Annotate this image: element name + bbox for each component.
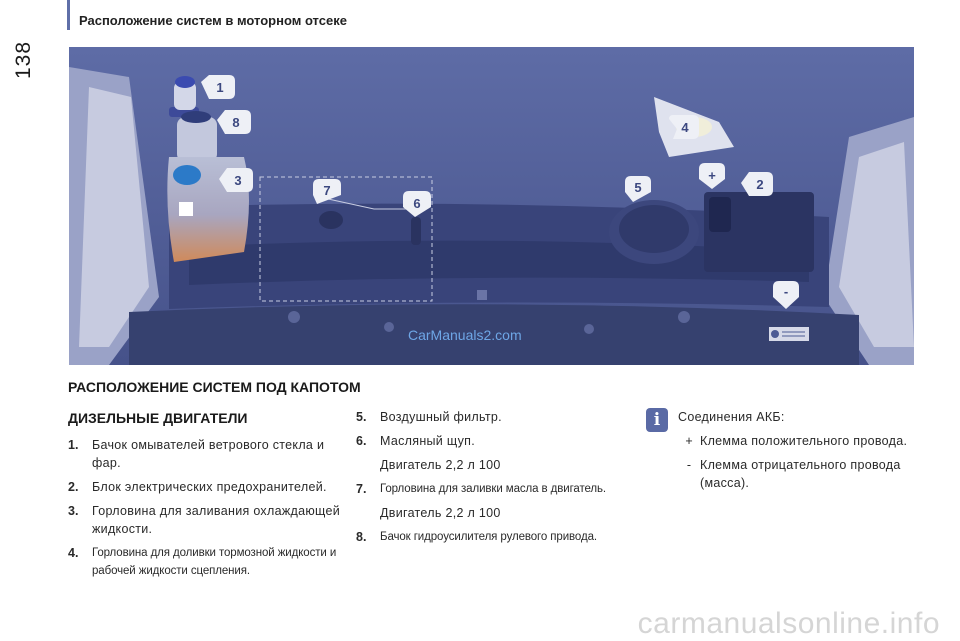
callout-5: 5	[625, 176, 651, 202]
legend-item: 7. Горловина для заливки масла в двигате…	[356, 480, 641, 498]
callout-7-label: 7	[323, 183, 330, 198]
callout-6-label: 6	[413, 196, 420, 211]
legend-item-number: 2.	[68, 480, 79, 494]
battery-info-title: Соединения АКБ:	[678, 410, 785, 424]
page-header-title: Расположение систем в моторном отсеке	[79, 13, 347, 28]
battery-info-bullet: - Клемма отрицательного провода (масса).	[678, 456, 926, 492]
battery-info-box: i Соединения АКБ: + Клемма положительног…	[646, 408, 926, 498]
legend-item: 1. Бачок омывателей ветрового стекла и ф…	[68, 436, 343, 472]
info-icon: i	[646, 408, 668, 432]
callout-plus-label: +	[708, 168, 716, 183]
legend-item-text: Бачок омывателей ветрового стекла и фар.	[92, 438, 325, 470]
callout-1-label: 1	[216, 80, 223, 95]
legend-item-number: 5.	[356, 410, 367, 424]
site-watermark: carmanualsonline.info	[637, 607, 940, 640]
bullet-mark: -	[686, 458, 692, 472]
section-title: РАСПОЛОЖЕНИЕ СИСТЕМ ПОД КАПОТОМ	[68, 379, 361, 395]
legend-item: 5. Воздушный фильтр.	[356, 408, 641, 426]
legend-item-note: Двигатель 2,2 л 100	[380, 458, 501, 472]
legend-item: 2. Блок электрических предохранителей.	[68, 478, 343, 496]
callout-1: 1	[201, 75, 235, 99]
legend-column-2: 5. Воздушный фильтр. 6. Масляный щуп. Дв…	[356, 408, 641, 552]
page-number: 138	[12, 40, 35, 80]
bullet-mark: +	[685, 434, 693, 448]
legend-item-text: Масляный щуп.	[380, 434, 475, 448]
legend-item-number: 1.	[68, 438, 79, 452]
legend-item-note: Двигатель 2,2 л 100	[380, 506, 501, 520]
engine-bay-illustration: 1 8 3 7 6 4 5 +	[69, 47, 914, 365]
callout-plus: +	[699, 163, 725, 189]
legend-item-number: 3.	[68, 504, 79, 518]
legend-item: 8. Бачок гидроусилителя рулевого привода…	[356, 528, 641, 546]
legend-item-number: 7.	[356, 482, 367, 496]
legend-item-number: 8.	[356, 530, 367, 544]
battery-info-content: Соединения АКБ: + Клемма положительного …	[646, 408, 926, 492]
figure-watermark: CarManuals2.com	[408, 327, 522, 343]
legend-item-text: Горловина для доливки тормозной жидкости…	[92, 547, 337, 577]
callout-7: 7	[313, 179, 341, 204]
callout-8: 8	[217, 110, 251, 134]
engine-bay-drawing: 1 8 3 7 6 4 5 +	[69, 47, 914, 365]
header-accent-bar	[67, 0, 70, 30]
callout-3: 3	[219, 168, 253, 192]
legend-item-text: Воздушный фильтр.	[380, 410, 502, 424]
bullet-text: Клемма отрицательного провода (масса).	[700, 458, 901, 490]
legend-item-text: Горловина для заливания охлаждающей жидк…	[92, 504, 340, 536]
battery-info-bullet: + Клемма положительного провода.	[678, 432, 926, 450]
callout-minus: -	[773, 281, 799, 309]
legend-item-number: 4.	[68, 546, 79, 560]
legend-item-text: Блок электрических предохранителей.	[92, 480, 327, 494]
legend-item: 3. Горловина для заливания охлаждающей ж…	[68, 502, 343, 538]
callout-2: 2	[741, 172, 773, 196]
legend-item-number: 6.	[356, 434, 367, 448]
callout-4-label: 4	[681, 120, 689, 135]
callout-8-label: 8	[232, 115, 239, 130]
legend-item-text: Горловина для заливки масла в двигатель.	[380, 483, 607, 495]
callout-2-label: 2	[756, 177, 763, 192]
callout-6: 6	[403, 191, 431, 217]
section-subtitle: ДИЗЕЛЬНЫЕ ДВИГАТЕЛИ	[68, 410, 248, 426]
bullet-text: Клемма положительного провода.	[700, 434, 908, 448]
callout-minus-label: -	[784, 284, 788, 299]
legend-item: 6. Масляный щуп.	[356, 432, 641, 450]
callout-5-label: 5	[634, 180, 641, 195]
legend-item-text: Бачок гидроусилителя рулевого привода.	[380, 531, 597, 543]
legend-column-1: 1. Бачок омывателей ветрового стекла и ф…	[68, 436, 343, 586]
legend-item: 4. Горловина для доливки тормозной жидко…	[68, 544, 343, 580]
callout-3-label: 3	[234, 173, 241, 188]
callout-4: 4	[669, 115, 699, 139]
